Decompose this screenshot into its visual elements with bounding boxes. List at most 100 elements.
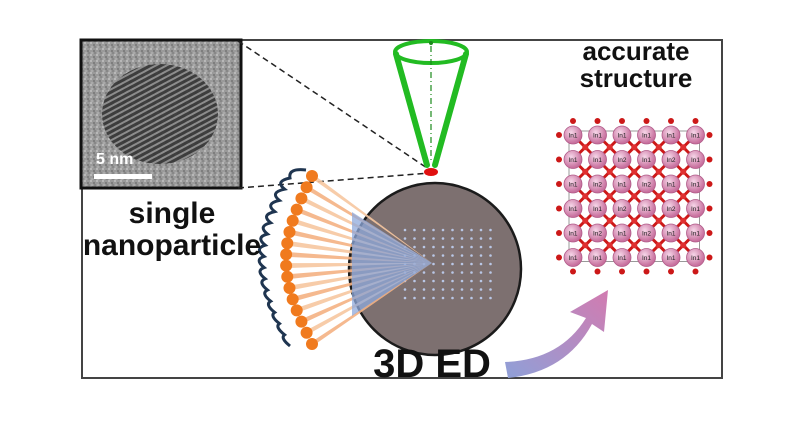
unit-cell [568, 130, 700, 262]
atom-label: In1 [617, 231, 626, 238]
beam-cone [393, 39, 469, 176]
indium-atom [661, 174, 681, 194]
atom-label: In2 [666, 206, 675, 213]
diffraction-spot [489, 262, 492, 266]
indium-atom [563, 150, 583, 169]
indium-atom [637, 199, 656, 218]
rotation-bead [281, 237, 294, 250]
oxygen-atom [631, 193, 638, 200]
diffraction-spot [422, 254, 426, 257]
indium-atom [563, 199, 583, 218]
atom-label: In2 [593, 231, 602, 238]
oxygen-atom [631, 242, 638, 249]
diffraction-spot [403, 296, 407, 300]
oxygen-atom [680, 193, 687, 200]
oxygen-atom [582, 144, 589, 151]
diffraction-spot [422, 271, 426, 274]
edge-atom [706, 181, 713, 187]
indium-atom [612, 223, 632, 243]
indium-atom [563, 125, 583, 145]
atom-label: In1 [568, 231, 577, 238]
atom-label: In2 [666, 157, 675, 164]
diffraction-spot [470, 237, 473, 240]
oxygen-atom [582, 217, 589, 224]
oxygen-atom [680, 217, 687, 224]
oxygen-atom [631, 168, 638, 175]
edge-atom [556, 230, 562, 236]
diffraction-spot [451, 245, 454, 249]
edge-atom [556, 181, 562, 187]
diffraction-spot [460, 237, 464, 240]
diffraction-spot [451, 228, 454, 232]
ray [296, 263, 432, 313]
oxygen-atom [606, 144, 613, 151]
indium-atom [612, 174, 632, 194]
scale-bar [94, 174, 152, 179]
atom-label: In2 [642, 231, 651, 238]
diffraction-spot [451, 237, 454, 240]
oxygen-atom [680, 144, 687, 151]
atom-label: In1 [666, 182, 675, 189]
diffraction-spot [413, 296, 416, 300]
atom-label: In1 [642, 133, 651, 140]
atom-label: In1 [691, 255, 700, 262]
oxygen-atom [606, 168, 613, 175]
rotation-bead [295, 315, 308, 328]
indium-atom [661, 223, 681, 243]
diffraction-spot [441, 262, 445, 266]
label-single: single [128, 197, 216, 230]
rotation-bead [281, 270, 294, 283]
rotation-bead [283, 282, 296, 294]
indium-atom [661, 125, 681, 145]
diffraction-spot [413, 237, 416, 240]
diffraction-spot [432, 262, 435, 266]
diffraction-spot [432, 237, 435, 240]
rotation-bead [295, 192, 308, 205]
diffraction-spot [470, 279, 473, 283]
rotation-bead [300, 326, 313, 339]
rotation-bead [306, 170, 318, 182]
edge-atom [556, 254, 562, 261]
indium-atom [563, 248, 583, 267]
diffraction-spot [413, 288, 416, 291]
indium-atom [563, 223, 583, 243]
rotation-bead [306, 338, 318, 350]
oxygen-atom [655, 193, 662, 200]
beam-spot [424, 168, 438, 176]
edge-atom [706, 156, 713, 163]
edge-atom [556, 205, 562, 212]
atom-label: In1 [691, 206, 700, 213]
diffraction-spot [460, 245, 464, 249]
edge-atom [692, 268, 699, 275]
atom-label: In1 [593, 133, 602, 140]
indium-atom [637, 125, 656, 145]
oxygen-atom [582, 168, 589, 175]
indium-atom [637, 174, 656, 194]
diffraction-spot [451, 288, 454, 291]
rotation-bead [280, 259, 293, 272]
oxygen-atom [582, 242, 589, 249]
indium-atom [588, 150, 607, 169]
outer-frame [81, 39, 723, 379]
atom-label: In1 [593, 255, 602, 262]
diffraction-spot [441, 279, 445, 283]
atom-label: In1 [568, 133, 577, 140]
atom-label: In1 [691, 157, 700, 164]
atom-label: In1 [568, 255, 577, 262]
diffraction-spot [470, 245, 473, 249]
atom-label: In1 [617, 182, 626, 189]
diffraction-spot [489, 228, 492, 232]
diffraction-spot [460, 271, 464, 274]
indium-atom [686, 125, 705, 145]
diffraction-spot [470, 262, 473, 266]
detector-disk [347, 181, 523, 357]
diffraction-spot [422, 288, 426, 291]
edge-atom [570, 118, 576, 124]
edge-atom [594, 118, 601, 124]
atom-label: In1 [666, 255, 675, 262]
rotation-bead [290, 304, 303, 317]
diffraction-spot [432, 296, 435, 300]
diffraction-spot [432, 228, 435, 232]
